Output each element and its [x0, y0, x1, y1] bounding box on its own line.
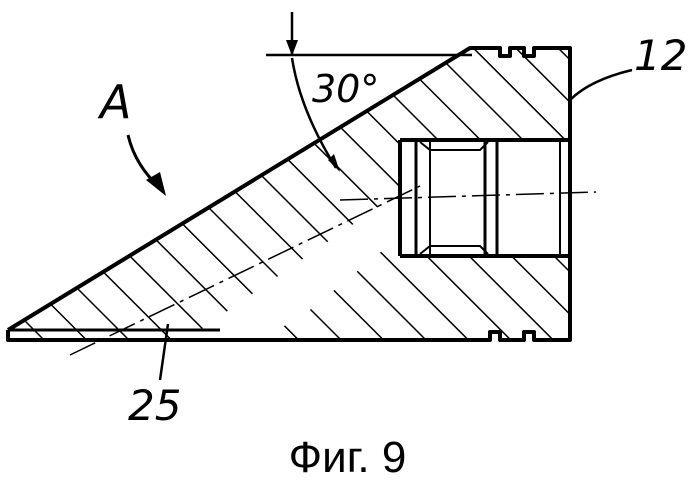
angle-label: 30° [312, 67, 379, 111]
part-12-leader: 12 [570, 31, 687, 100]
part-label-12: 12 [634, 31, 687, 80]
part-label-25: 25 [128, 381, 181, 430]
view-arrow: A [97, 75, 166, 196]
figure-caption: Фиг. 9 [0, 432, 697, 484]
threaded-bore [400, 140, 572, 256]
view-label: A [97, 75, 131, 129]
